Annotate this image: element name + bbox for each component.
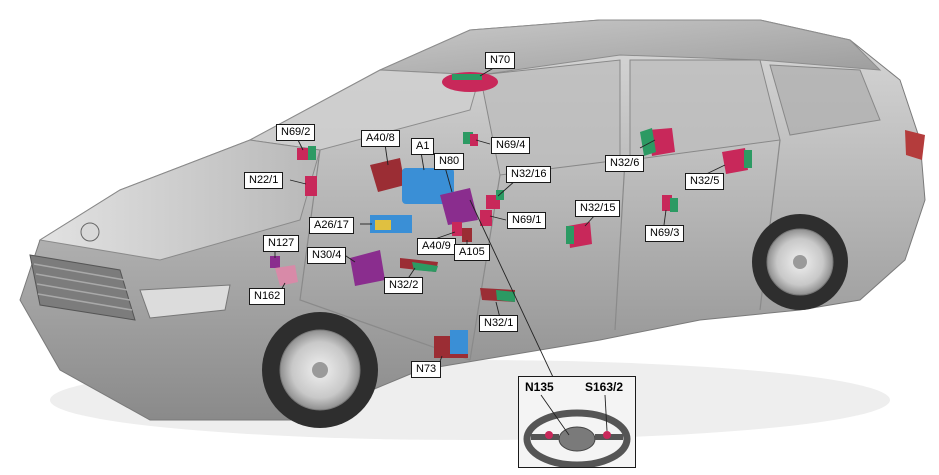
n73-module [434, 330, 468, 358]
label-n69-1: N69/1 [507, 212, 547, 229]
a26-17-module [370, 215, 412, 233]
steering-wheel-illustration [523, 394, 631, 467]
label-a40-9: A40/9 [417, 238, 456, 255]
label-n80: N80 [434, 153, 465, 170]
steering-wheel-inset: N135 S163/2 [518, 376, 636, 468]
label-n32-5: N32/5 [685, 173, 725, 190]
label-a1: A1 [411, 138, 435, 155]
label-n30-4: N30/4 [307, 247, 347, 264]
label-n162: N162 [249, 288, 286, 305]
steering-wheel-hub [558, 426, 596, 452]
a40-9-module [452, 222, 462, 236]
n32-16-module [486, 190, 504, 209]
label-a26-17: A26/17 [309, 217, 354, 234]
front-grille [29, 254, 136, 321]
label-n135: N135 [525, 380, 554, 394]
front-wheel [262, 312, 378, 428]
label-n32-6: N32/6 [605, 155, 645, 172]
rear-wheel [752, 214, 848, 310]
label-n32-15: N32/15 [575, 200, 621, 217]
headlight [139, 284, 231, 319]
grille-slats [33, 263, 133, 311]
n69-2-module [297, 146, 316, 160]
steering-wheel-rim [523, 409, 631, 467]
inset-leader-n135 [540, 394, 570, 436]
label-s163-2: S163/2 [585, 380, 624, 394]
n32-2-module [400, 258, 438, 272]
n32-6-module [640, 128, 675, 156]
label-n73: N73 [411, 361, 442, 378]
label-n32-16: N32/16 [506, 166, 552, 183]
label-n32-2: N32/2 [384, 277, 424, 294]
n32-5-module [722, 148, 752, 174]
label-a40-8: A40/8 [361, 130, 400, 147]
label-n69-4: N69/4 [491, 137, 531, 154]
n69-3-module [662, 195, 678, 212]
inset-leader-s163-2 [604, 394, 608, 432]
n127-module [270, 256, 280, 268]
n32-1-module [480, 288, 515, 302]
label-n22-1: N22/1 [244, 172, 284, 189]
side-window-quarter [769, 64, 881, 136]
label-n70: N70 [485, 52, 516, 69]
n69-4-module [463, 132, 478, 146]
n32-15-module [566, 222, 592, 248]
side-window-front [479, 59, 621, 176]
n22-1-module [305, 176, 317, 196]
brand-emblem-icon [80, 222, 100, 242]
a40-8-module [370, 158, 405, 192]
n80-module [440, 188, 478, 225]
steering-button-right-icon [603, 431, 611, 439]
n70-module [442, 72, 498, 92]
tail-light [905, 130, 925, 160]
label-a105: A105 [454, 244, 490, 261]
label-n69-2: N69/2 [276, 124, 316, 141]
label-n69-3: N69/3 [645, 225, 685, 242]
n69-1-module [480, 210, 492, 226]
label-n127: N127 [263, 235, 300, 252]
n162-module [275, 265, 298, 286]
a105-module [462, 228, 472, 242]
label-n32-1: N32/1 [479, 315, 519, 332]
n30-4-module [350, 250, 385, 286]
steering-button-left-icon [545, 431, 553, 439]
